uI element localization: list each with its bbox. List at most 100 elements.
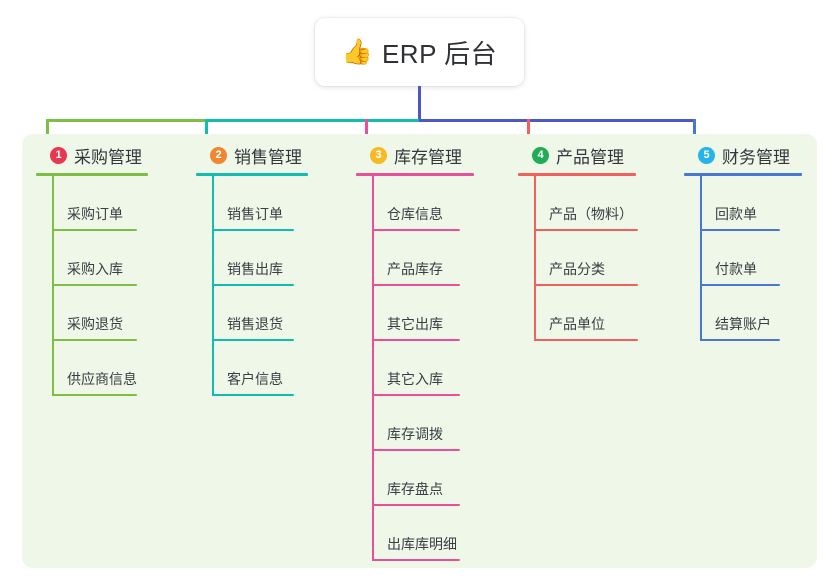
leaf-item[interactable]: 产品分类 bbox=[518, 231, 638, 286]
leaf-item-rule bbox=[372, 229, 460, 231]
leaf-item[interactable]: 产品（物料） bbox=[518, 176, 638, 231]
leaf-item-label: 客户信息 bbox=[227, 371, 283, 387]
leaf-item-rule bbox=[52, 339, 137, 341]
leaf-item-rule bbox=[700, 229, 780, 231]
leaf-item-rule bbox=[212, 284, 294, 286]
leaf-item-label: 产品（物料） bbox=[549, 206, 633, 222]
leaf-item[interactable]: 付款单 bbox=[684, 231, 802, 286]
leaf-item[interactable]: 库存调拨 bbox=[356, 396, 474, 451]
leaf-item-label: 产品分类 bbox=[549, 261, 605, 277]
leaf-item[interactable]: 客户信息 bbox=[196, 341, 308, 396]
column-3: 3 库存管理仓库信息产品库存其它出库其它入库库存调拨库存盘点出库库明细 bbox=[356, 143, 474, 561]
leaf-item-label: 付款单 bbox=[715, 261, 757, 277]
column-trunk-5 bbox=[700, 176, 702, 341]
leaf-item-rule bbox=[212, 229, 294, 231]
column-2: 2 销售管理销售订单销售出库销售退货客户信息 bbox=[196, 143, 308, 396]
column-header-rule-1 bbox=[36, 173, 148, 176]
column-header-rule-5 bbox=[684, 173, 802, 176]
leaf-item[interactable]: 销售退货 bbox=[196, 286, 308, 341]
leaf-item-label: 回款单 bbox=[715, 206, 757, 222]
leaf-item-rule bbox=[534, 284, 638, 286]
leaf-item-rule bbox=[700, 339, 780, 341]
root-connector-vertical bbox=[418, 86, 421, 122]
root-node[interactable]: 👍 ERP 后台 bbox=[315, 18, 524, 86]
column-trunk-2 bbox=[212, 176, 214, 396]
column-items-1: 采购订单采购入库采购退货供应商信息 bbox=[36, 176, 148, 396]
column-header-rule-4 bbox=[518, 173, 636, 176]
column-badge-5: 5 bbox=[698, 146, 715, 164]
column-trunk-3 bbox=[372, 176, 374, 561]
leaf-item-label: 产品单位 bbox=[549, 316, 605, 332]
leaf-item[interactable]: 回款单 bbox=[684, 176, 802, 231]
leaf-item[interactable]: 其它出库 bbox=[356, 286, 474, 341]
column-badge-1: 1 bbox=[50, 146, 67, 164]
column-header-1[interactable]: 1 采购管理 bbox=[36, 143, 148, 167]
branch-panel bbox=[22, 134, 817, 568]
leaf-item[interactable]: 仓库信息 bbox=[356, 176, 474, 231]
leaf-item[interactable]: 其它入库 bbox=[356, 341, 474, 396]
leaf-item-label: 销售退货 bbox=[227, 316, 283, 332]
column-title-1: 采购管理 bbox=[74, 147, 142, 167]
column-header-3[interactable]: 3 库存管理 bbox=[356, 143, 474, 167]
column-badge-4: 4 bbox=[532, 146, 549, 164]
thumbs-up-icon: 👍 bbox=[341, 37, 373, 66]
leaf-item-label: 库存盘点 bbox=[387, 481, 443, 497]
leaf-item[interactable]: 库存盘点 bbox=[356, 451, 474, 506]
leaf-item-rule bbox=[700, 284, 780, 286]
column-header-4[interactable]: 4 产品管理 bbox=[518, 143, 636, 167]
column-title-3: 库存管理 bbox=[394, 147, 462, 167]
column-items-4: 产品（物料） 产品分类产品单位 bbox=[518, 176, 638, 341]
leaf-item-label: 销售出库 bbox=[227, 261, 283, 277]
column-items-3: 仓库信息产品库存其它出库其它入库库存调拨库存盘点出库库明细 bbox=[356, 176, 474, 561]
leaf-item[interactable]: 产品单位 bbox=[518, 286, 638, 341]
leaf-item[interactable]: 采购入库 bbox=[36, 231, 148, 286]
leaf-item[interactable]: 出库库明细 bbox=[356, 506, 474, 561]
column-1: 1 采购管理采购订单采购入库采购退货供应商信息 bbox=[36, 143, 148, 396]
leaf-item-label: 供应商信息 bbox=[67, 371, 137, 387]
leaf-item-label: 仓库信息 bbox=[387, 206, 443, 222]
leaf-item-label: 结算账户 bbox=[715, 316, 771, 332]
leaf-item-label: 采购入库 bbox=[67, 261, 123, 277]
leaf-item-rule bbox=[52, 394, 137, 396]
leaf-item-rule bbox=[372, 284, 460, 286]
leaf-item-rule bbox=[52, 229, 137, 231]
column-header-2[interactable]: 2 销售管理 bbox=[196, 143, 308, 167]
leaf-item[interactable]: 销售出库 bbox=[196, 231, 308, 286]
column-trunk-4 bbox=[534, 176, 536, 341]
leaf-item-rule bbox=[212, 394, 294, 396]
leaf-item-label: 采购订单 bbox=[67, 206, 123, 222]
leaf-item-label: 销售订单 bbox=[227, 206, 283, 222]
leaf-item-rule bbox=[372, 504, 460, 506]
leaf-item-label: 其它入库 bbox=[387, 371, 443, 387]
leaf-item-label: 库存调拨 bbox=[387, 426, 443, 442]
leaf-item-label: 采购退货 bbox=[67, 316, 123, 332]
column-title-4: 产品管理 bbox=[556, 147, 624, 167]
bar-segment-3 bbox=[419, 119, 696, 122]
leaf-item-rule bbox=[372, 449, 460, 451]
column-title-2: 销售管理 bbox=[234, 147, 302, 167]
leaf-item-rule bbox=[534, 229, 638, 231]
leaf-item[interactable]: 采购退货 bbox=[36, 286, 148, 341]
bar-segment-2 bbox=[205, 119, 419, 122]
column-4: 4 产品管理产品（物料） 产品分类产品单位 bbox=[518, 143, 638, 341]
root-node-label: ERP 后台 bbox=[381, 38, 498, 69]
leaf-item-rule bbox=[534, 339, 638, 341]
leaf-item-rule bbox=[372, 559, 460, 561]
leaf-item-rule bbox=[52, 284, 137, 286]
column-items-2: 销售订单销售出库销售退货客户信息 bbox=[196, 176, 308, 396]
bar-segment-1 bbox=[46, 119, 205, 122]
column-badge-3: 3 bbox=[370, 146, 387, 164]
leaf-item[interactable]: 结算账户 bbox=[684, 286, 802, 341]
column-badge-2: 2 bbox=[210, 146, 227, 164]
leaf-item[interactable]: 销售订单 bbox=[196, 176, 308, 231]
leaf-item[interactable]: 产品库存 bbox=[356, 231, 474, 286]
leaf-item-rule bbox=[212, 339, 294, 341]
leaf-item-label: 其它出库 bbox=[387, 316, 443, 332]
leaf-item[interactable]: 供应商信息 bbox=[36, 341, 148, 396]
leaf-item[interactable]: 采购订单 bbox=[36, 176, 148, 231]
column-header-rule-3 bbox=[356, 173, 474, 176]
column-header-rule-2 bbox=[196, 173, 308, 176]
column-items-5: 回款单付款单结算账户 bbox=[684, 176, 802, 341]
leaf-item-label: 产品库存 bbox=[387, 261, 443, 277]
